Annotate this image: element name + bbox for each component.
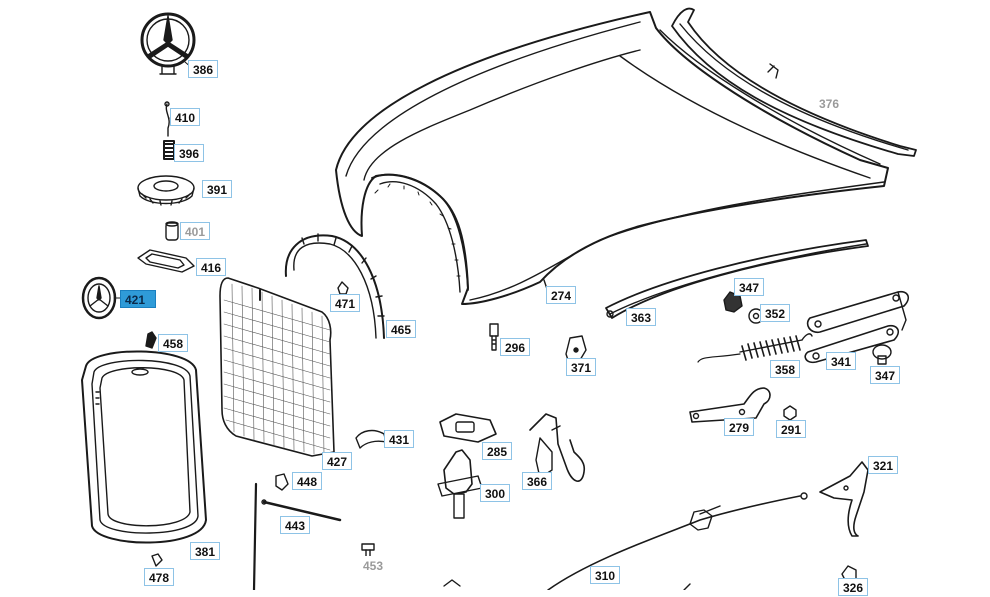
screw-part bbox=[151, 553, 163, 567]
weatherstrip-part bbox=[671, 7, 917, 157]
callout-326[interactable]: 326 bbox=[838, 578, 869, 596]
partial-part-bottom bbox=[443, 579, 691, 590]
callout-347-top[interactable]: 347 bbox=[734, 278, 765, 296]
callout-285[interactable]: 285 bbox=[482, 442, 513, 460]
nut-part bbox=[337, 281, 349, 295]
callout-291[interactable]: 291 bbox=[776, 420, 807, 438]
clip-part bbox=[145, 331, 157, 349]
callout-347-bottom[interactable]: 347 bbox=[870, 366, 901, 384]
side-molding-part bbox=[605, 239, 869, 319]
release-cable-part bbox=[547, 492, 808, 590]
callout-391[interactable]: 391 bbox=[202, 180, 233, 198]
callout-381[interactable]: 381 bbox=[190, 542, 221, 560]
hood-spring-part bbox=[697, 333, 813, 363]
retainer-part bbox=[275, 473, 289, 491]
nut-part-291 bbox=[783, 405, 797, 421]
callout-396[interactable]: 396 bbox=[174, 144, 205, 162]
bumper-block-part bbox=[565, 335, 587, 361]
callout-471[interactable]: 471 bbox=[330, 294, 361, 312]
callout-410[interactable]: 410 bbox=[170, 108, 201, 126]
gasket-part bbox=[137, 249, 195, 273]
support-rod-part bbox=[252, 482, 342, 590]
callout-296[interactable]: 296 bbox=[500, 338, 531, 356]
callout-386[interactable]: 386 bbox=[188, 60, 219, 78]
callout-310[interactable]: 310 bbox=[590, 566, 621, 584]
callout-279[interactable]: 279 bbox=[724, 418, 755, 436]
callout-321[interactable]: 321 bbox=[868, 456, 899, 474]
hood-part bbox=[335, 11, 889, 305]
callout-453[interactable]: 453 bbox=[358, 556, 389, 574]
trim-clip-part bbox=[355, 429, 387, 449]
callout-376[interactable]: 376 bbox=[814, 94, 845, 112]
callout-363[interactable]: 363 bbox=[626, 308, 657, 326]
callout-341[interactable]: 341 bbox=[826, 352, 857, 370]
lock-part bbox=[437, 449, 483, 519]
callout-478[interactable]: 478 bbox=[144, 568, 175, 586]
callout-458[interactable]: 458 bbox=[158, 334, 189, 352]
callout-274[interactable]: 274 bbox=[546, 286, 577, 304]
grille-part bbox=[219, 277, 335, 457]
release-lever-part bbox=[819, 461, 869, 537]
callout-416[interactable]: 416 bbox=[196, 258, 227, 276]
callout-401[interactable]: 401 bbox=[180, 222, 211, 240]
callout-443[interactable]: 443 bbox=[280, 516, 311, 534]
bracket-part bbox=[689, 387, 771, 423]
hinge-part bbox=[804, 290, 910, 364]
callout-465[interactable]: 465 bbox=[386, 320, 417, 338]
callout-352[interactable]: 352 bbox=[760, 304, 791, 322]
callout-427[interactable]: 427 bbox=[322, 452, 353, 470]
callout-366[interactable]: 366 bbox=[522, 472, 553, 490]
grommet-part-top bbox=[723, 291, 743, 313]
callout-421[interactable]: 421 bbox=[120, 290, 156, 308]
arch-trim-part bbox=[284, 233, 385, 339]
callout-358[interactable]: 358 bbox=[770, 360, 801, 378]
grommet-part-bottom bbox=[872, 344, 892, 365]
spring-part bbox=[163, 140, 175, 160]
star-emblem-part bbox=[140, 12, 196, 75]
callout-448[interactable]: 448 bbox=[292, 472, 323, 490]
sleeve-part bbox=[165, 221, 179, 241]
lock-plate-part bbox=[439, 413, 497, 443]
callout-371[interactable]: 371 bbox=[566, 358, 597, 376]
callout-300[interactable]: 300 bbox=[480, 484, 511, 502]
radiator-shell-part bbox=[81, 350, 207, 544]
bolt-part bbox=[489, 323, 499, 351]
callout-431[interactable]: 431 bbox=[384, 430, 415, 448]
badge-part bbox=[81, 276, 123, 320]
cap-part bbox=[137, 175, 195, 206]
